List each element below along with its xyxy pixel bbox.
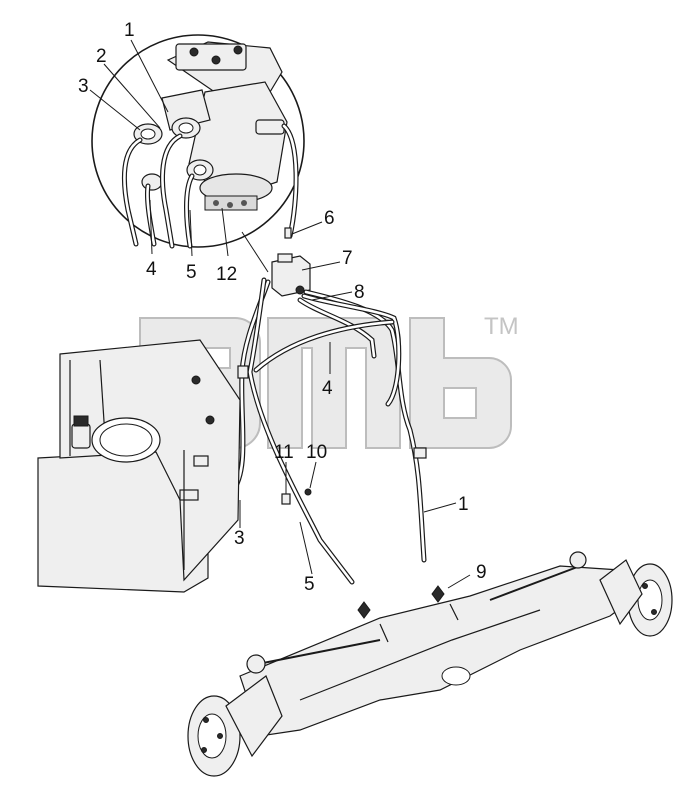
steering-axle bbox=[187, 551, 673, 777]
bolt-10 bbox=[304, 488, 312, 496]
clamp-11 bbox=[281, 493, 291, 505]
fitting-6 bbox=[284, 227, 292, 239]
valve-block bbox=[241, 227, 311, 297]
callout-3-inset: 3 bbox=[78, 76, 89, 97]
callout-3-main: 3 bbox=[234, 528, 245, 549]
callout-8: 8 bbox=[354, 282, 365, 303]
leader-lines bbox=[89, 39, 471, 589]
callout-4-main: 4 bbox=[322, 378, 333, 399]
callout-9: 9 bbox=[476, 562, 487, 583]
callout-5-inset: 5 bbox=[186, 262, 197, 283]
callout-12: 12 bbox=[216, 264, 237, 285]
callout-7: 7 bbox=[342, 248, 353, 269]
callout-11: 11 bbox=[274, 442, 294, 463]
callout-1-main: 1 bbox=[458, 494, 469, 515]
hydraulic-tank bbox=[37, 339, 241, 593]
callout-10: 10 bbox=[306, 442, 327, 463]
hose-routing bbox=[203, 277, 445, 619]
trademark-label: TM bbox=[484, 313, 519, 340]
callout-4-inset: 4 bbox=[146, 259, 157, 280]
callout-1-inset: 1 bbox=[124, 20, 135, 41]
callout-2: 2 bbox=[96, 46, 107, 67]
pump-inset bbox=[91, 34, 305, 249]
callout-6: 6 bbox=[324, 208, 335, 229]
callout-labels: 1 2 3 4 5 12 6 7 8 4 11 10 1 3 5 9 bbox=[78, 20, 487, 595]
callout-5-main: 5 bbox=[304, 574, 315, 595]
